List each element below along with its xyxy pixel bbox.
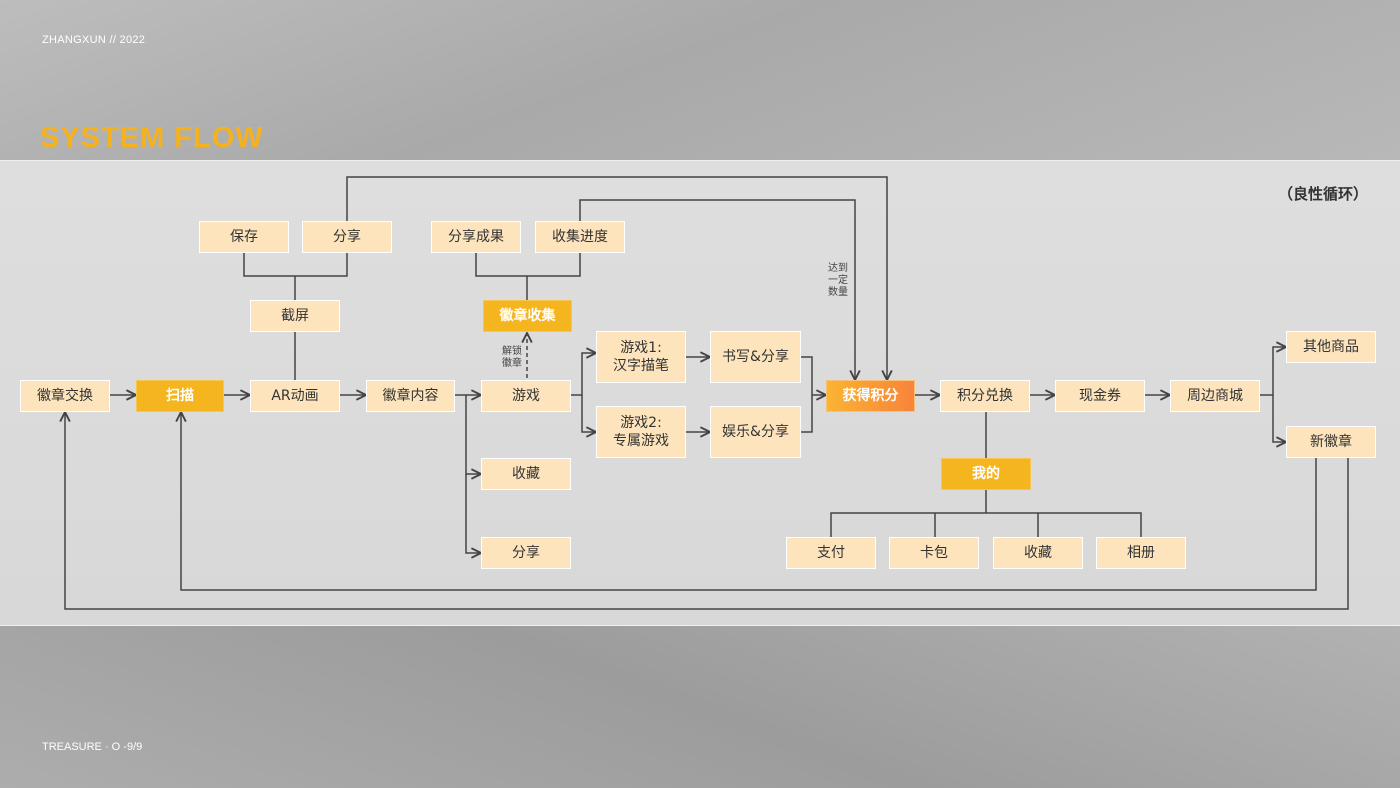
node-share-1: 分享: [481, 537, 571, 569]
arrow-content-share: [465, 474, 481, 553]
node-earn-points: 获得积分: [826, 380, 915, 412]
node-screenshot: 截屏: [250, 300, 340, 332]
arrow-mall-other: [1260, 347, 1286, 396]
arrow-game-game1: [571, 353, 596, 396]
reach-note: 达到 一定 数量: [828, 263, 848, 298]
footer-page-label: TREASURE · O -9/9: [42, 741, 143, 753]
node-merch-mall: 周边商城: [1170, 380, 1260, 412]
page-title: SYSTEM FLOW: [40, 122, 264, 154]
node-voucher: 现金券: [1055, 380, 1145, 412]
arrow-game-game2: [581, 395, 596, 432]
node-card-wallet: 卡包: [889, 537, 979, 569]
node-share-2: 分享: [302, 221, 392, 253]
node-badge-content: 徽章内容: [366, 380, 455, 412]
node-fun-share: 娱乐&分享: [710, 406, 801, 458]
node-album: 相册: [1096, 537, 1186, 569]
node-collection-progress: 收集进度: [535, 221, 625, 253]
line-collect-results: [475, 252, 581, 300]
node-game-1: 游戏1: 汉字描笔: [596, 331, 686, 383]
node-game: 游戏: [481, 380, 571, 412]
node-points-redeem: 积分兑换: [940, 380, 1030, 412]
node-pay: 支付: [786, 537, 876, 569]
node-badge-exchange: 徽章交换: [20, 380, 110, 412]
arrow-newbadge-scan: [181, 412, 1317, 591]
arrow-progress-points: [579, 199, 855, 380]
node-save: 保存: [199, 221, 289, 253]
node-scan: 扫描: [136, 380, 224, 412]
node-share-results: 分享成果: [431, 221, 521, 253]
line-screenshot-save-share: [243, 252, 348, 300]
header-background: [0, 0, 1400, 160]
node-ar-animation: AR动画: [250, 380, 340, 412]
loop-label: （良性循环）: [1277, 185, 1368, 203]
node-new-badge: 新徽章: [1286, 426, 1376, 458]
node-mine: 我的: [941, 458, 1031, 490]
node-game-2: 游戏2: 专属游戏: [596, 406, 686, 458]
footer-background: [0, 626, 1400, 788]
node-badge-collection: 徽章收集: [483, 300, 572, 332]
line-write-merge: [801, 356, 813, 433]
node-write-share: 书写&分享: [710, 331, 801, 383]
node-favorite-2: 收藏: [993, 537, 1083, 569]
arrow-share-points: [346, 176, 887, 380]
line-mine-children: [830, 490, 1142, 537]
arrow-newbadge-exchange: [65, 412, 1349, 610]
brand-label: ZHANGXUN // 2022: [42, 34, 146, 46]
node-favorite-1: 收藏: [481, 458, 571, 490]
arrow-mall-new: [1272, 395, 1286, 442]
arrow-content-fav: [465, 395, 481, 474]
node-other-goods: 其他商品: [1286, 331, 1376, 363]
unlock-note: 解锁 徽章: [502, 346, 522, 369]
